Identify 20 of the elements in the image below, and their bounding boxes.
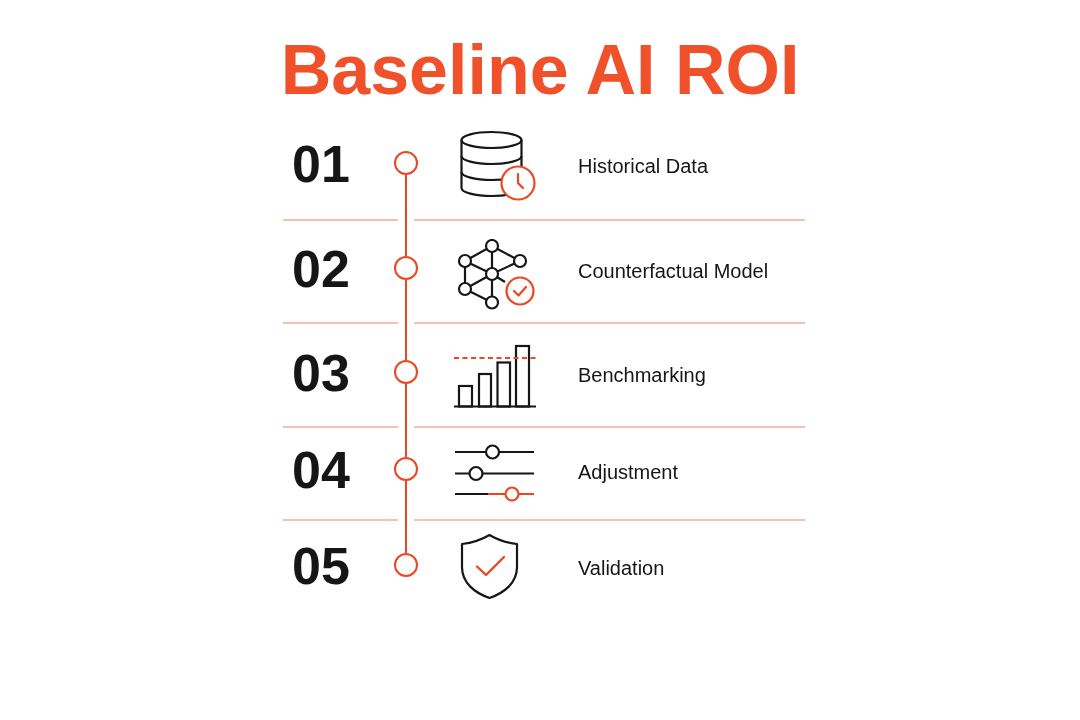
step-label: Historical Data [578,156,709,177]
step-label: Validation [578,558,665,579]
timeline-circle [394,360,418,384]
step-label: Counterfactual Model [578,261,769,282]
step-label: Adjustment [578,462,679,483]
step-number: 01 [292,138,350,191]
timeline-circle [394,151,418,175]
connector-line [405,174,407,257]
connector-line [405,480,407,554]
step-number: 05 [292,540,350,593]
step-label: Benchmarking [578,365,706,386]
step-number: 02 [292,243,350,296]
connector-line [405,383,407,458]
connector-line [405,279,407,361]
title: Baseline AI ROI [280,34,800,105]
timeline-circle [394,457,418,481]
timeline-circle [394,256,418,280]
step-number: 03 [292,347,350,400]
timeline-circle [394,553,418,577]
step-number: 04 [292,444,350,497]
